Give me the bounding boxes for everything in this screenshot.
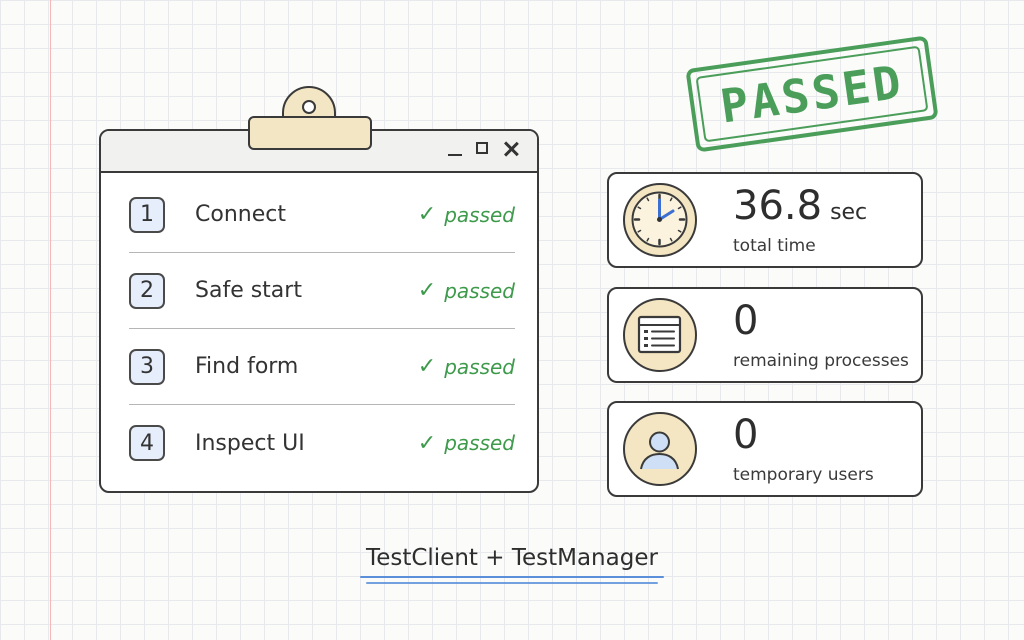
passed-stamp: PASSED [685, 35, 939, 153]
step-number-badge: 3 [129, 348, 165, 385]
stat-card-temporary-users: 0 temporary users [607, 401, 923, 497]
checkmark-icon: ✓ [417, 278, 437, 303]
minimize-icon[interactable] [445, 139, 465, 159]
step-label: Inspect UI [195, 430, 305, 456]
step-row-find-form: 3 Find form ✓ passed [129, 329, 515, 405]
clipboard-clip-icon [248, 86, 372, 152]
step-status-text: passed [444, 278, 515, 303]
step-number-badge: 2 [129, 272, 165, 309]
steps-list: 1 Connect ✓ passed 2 Safe start ✓ passed… [129, 177, 515, 481]
step-status-text: passed [444, 202, 515, 227]
stat-value: 36.8 sec [733, 186, 867, 226]
clip-body [248, 116, 372, 150]
stamp-text: PASSED [717, 54, 907, 134]
stat-label: total time [733, 236, 816, 256]
window-controls [445, 139, 521, 159]
notebook-margin-line [50, 0, 51, 640]
footer-underline-second [366, 582, 658, 584]
step-row-connect: 1 Connect ✓ passed [129, 177, 515, 253]
checkmark-icon: ✓ [417, 202, 437, 227]
step-number-badge: 4 [129, 425, 165, 461]
test-steps-window: 1 Connect ✓ passed 2 Safe start ✓ passed… [99, 129, 539, 493]
stat-unit: sec [830, 200, 868, 225]
stat-card-remaining-processes: 0 remaining processes [607, 287, 923, 383]
stat-label: remaining processes [733, 351, 909, 371]
footer-caption: TestClient + TestManager [366, 545, 658, 571]
checkmark-icon: ✓ [417, 430, 437, 456]
step-number-badge: 1 [129, 196, 165, 233]
stat-number: 0 [733, 412, 759, 458]
stat-card-total-time: 36.8 sec total time [607, 172, 923, 268]
step-status: ✓ passed [418, 278, 515, 303]
user-icon [623, 412, 697, 486]
step-row-inspect-ui: 4 Inspect UI ✓ passed [129, 405, 515, 481]
step-label: Safe start [195, 278, 302, 303]
step-row-safe-start: 2 Safe start ✓ passed [129, 253, 515, 329]
stat-number: 36.8 [733, 183, 823, 229]
step-label: Find form [195, 354, 299, 379]
step-status: ✓ passed [418, 431, 515, 456]
maximize-icon[interactable] [473, 139, 493, 159]
stat-number: 0 [733, 298, 759, 344]
checkmark-icon: ✓ [417, 354, 437, 379]
clip-hole [302, 100, 316, 114]
clock-icon [623, 183, 697, 257]
process-list-icon [623, 298, 697, 372]
footer-underline [360, 576, 664, 578]
step-status: ✓ passed [418, 354, 515, 379]
step-status: ✓ passed [418, 202, 515, 227]
step-label: Connect [195, 202, 286, 227]
stat-label: temporary users [733, 465, 874, 485]
step-status-text: passed [444, 431, 515, 455]
step-status-text: passed [444, 354, 515, 379]
close-icon[interactable] [501, 139, 521, 159]
